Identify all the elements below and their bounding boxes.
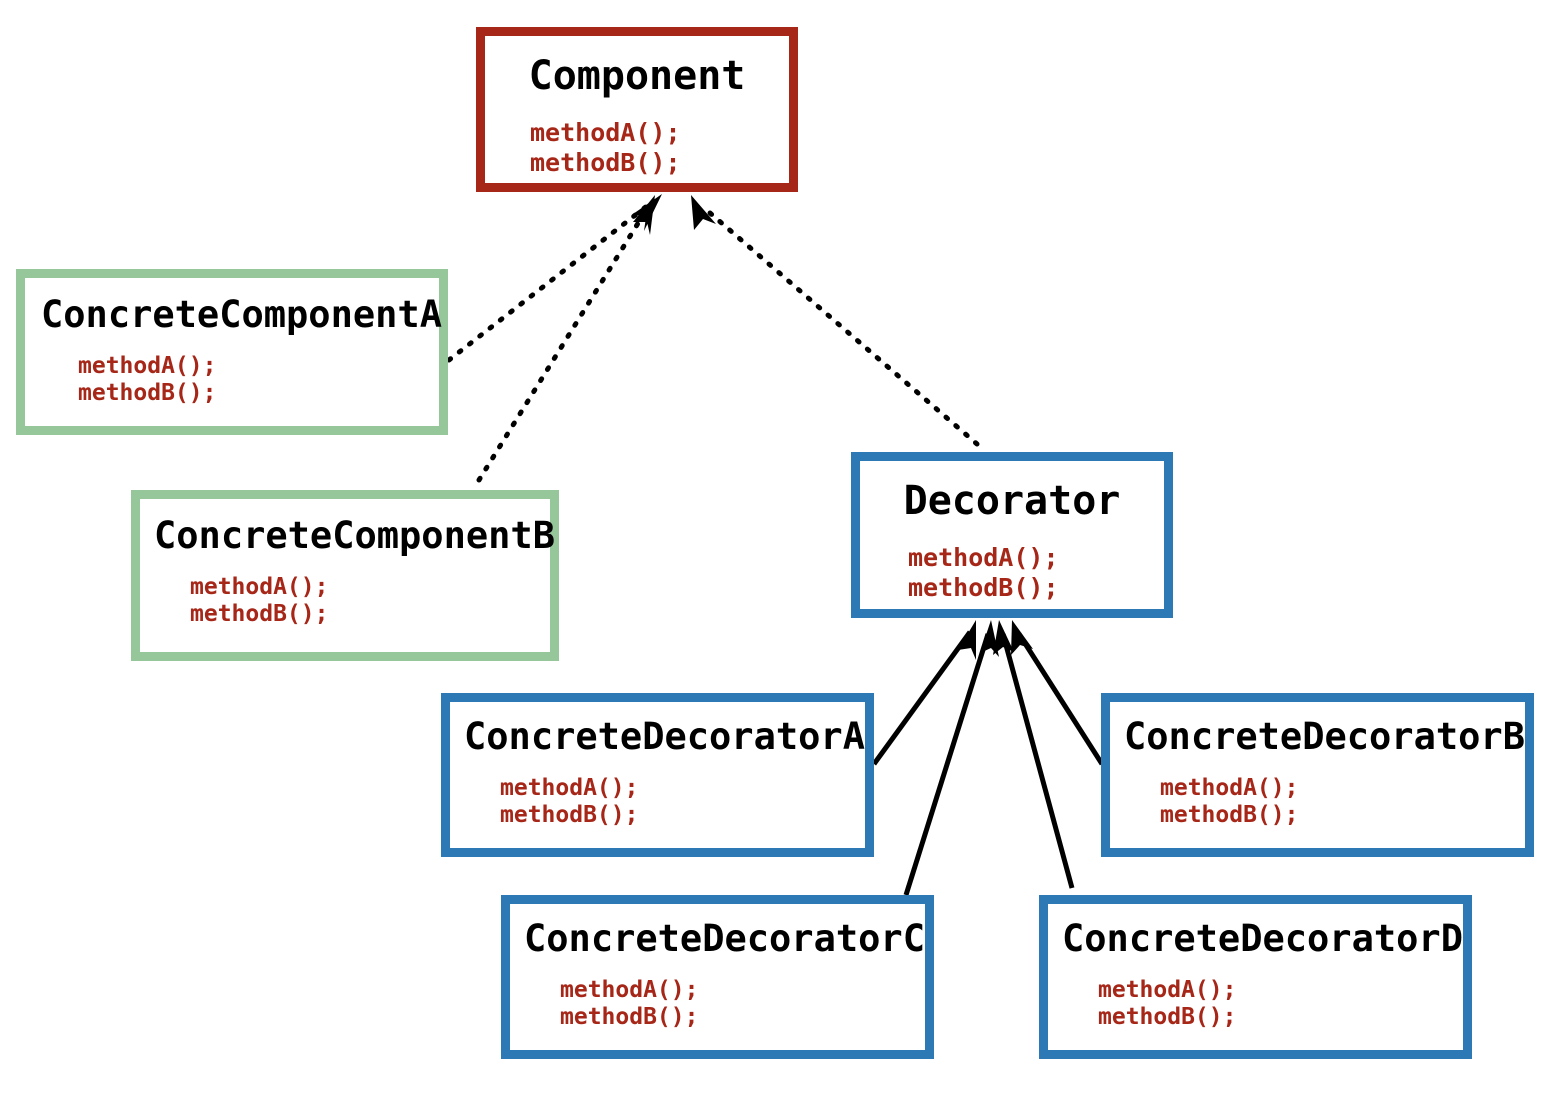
- method-line: methodA();: [530, 118, 681, 147]
- class-title-concrete-component-a: ConcreteComponentA: [41, 293, 442, 336]
- class-box-concrete-decorator-b[interactable]: ConcreteDecoratorB methodA(); methodB();: [1101, 693, 1534, 857]
- class-title-concrete-decorator-d: ConcreteDecoratorD: [1062, 917, 1463, 960]
- method-line: methodB();: [500, 802, 639, 829]
- edge-concrete-component-a-to-component: [446, 194, 662, 363]
- method-line: methodA();: [500, 775, 639, 801]
- edge-concrete-decorator-a-to-decorator: [871, 620, 976, 766]
- method-line: methodB();: [1098, 1004, 1237, 1031]
- class-methods-concrete-decorator-c: methodA(); methodB();: [560, 977, 925, 1031]
- method-line: methodB();: [560, 1004, 699, 1031]
- method-line: methodA();: [190, 574, 329, 600]
- class-methods-decorator: methodA(); methodB();: [908, 543, 1164, 602]
- edge-concrete-decorator-b-to-decorator: [1011, 620, 1105, 766]
- method-line: methodA();: [908, 543, 1059, 572]
- class-title-concrete-component-b: ConcreteComponentB: [154, 514, 555, 557]
- method-line: methodA();: [560, 977, 699, 1003]
- class-title-concrete-decorator-c: ConcreteDecoratorC: [524, 917, 925, 960]
- class-box-decorator[interactable]: Decorator methodA(); methodB();: [851, 452, 1173, 618]
- method-line: methodB();: [78, 380, 217, 407]
- class-box-concrete-component-b[interactable]: ConcreteComponentB methodA(); methodB();: [131, 490, 559, 661]
- class-methods-component: methodA(); methodB();: [530, 118, 789, 177]
- method-line: methodB();: [908, 572, 1059, 602]
- class-methods-concrete-decorator-a: methodA(); methodB();: [500, 775, 865, 829]
- class-title-decorator: Decorator: [903, 478, 1121, 524]
- method-line: methodA();: [1160, 775, 1299, 801]
- class-methods-concrete-decorator-d: methodA(); methodB();: [1098, 977, 1463, 1031]
- method-line: methodB();: [190, 601, 329, 628]
- class-methods-concrete-decorator-b: methodA(); methodB();: [1160, 775, 1525, 829]
- class-title-component: Component: [528, 53, 746, 99]
- class-box-concrete-component-a[interactable]: ConcreteComponentA methodA(); methodB();: [16, 269, 448, 435]
- method-line: methodB();: [1160, 802, 1299, 829]
- class-box-concrete-decorator-c[interactable]: ConcreteDecoratorC methodA(); methodB();: [501, 895, 934, 1059]
- class-title-concrete-decorator-b: ConcreteDecoratorB: [1124, 715, 1525, 758]
- method-line: methodB();: [530, 147, 681, 177]
- edge-concrete-decorator-c-to-decorator: [903, 620, 999, 896]
- class-box-concrete-decorator-a[interactable]: ConcreteDecoratorA methodA(); methodB();: [441, 693, 874, 857]
- method-line: methodA();: [1098, 977, 1237, 1003]
- class-methods-concrete-component-a: methodA(); methodB();: [78, 353, 439, 407]
- class-title-concrete-decorator-a: ConcreteDecoratorA: [464, 715, 865, 758]
- edge-concrete-component-b-to-component: [476, 195, 655, 483]
- class-box-concrete-decorator-d[interactable]: ConcreteDecoratorD methodA(); methodB();: [1039, 895, 1472, 1059]
- class-methods-concrete-component-b: methodA(); methodB();: [190, 574, 550, 628]
- edge-decorator-to-component: [691, 195, 980, 447]
- class-box-component[interactable]: Component methodA(); methodB();: [476, 27, 798, 192]
- edge-concrete-decorator-d-to-decorator: [993, 620, 1075, 889]
- method-line: methodA();: [78, 353, 217, 379]
